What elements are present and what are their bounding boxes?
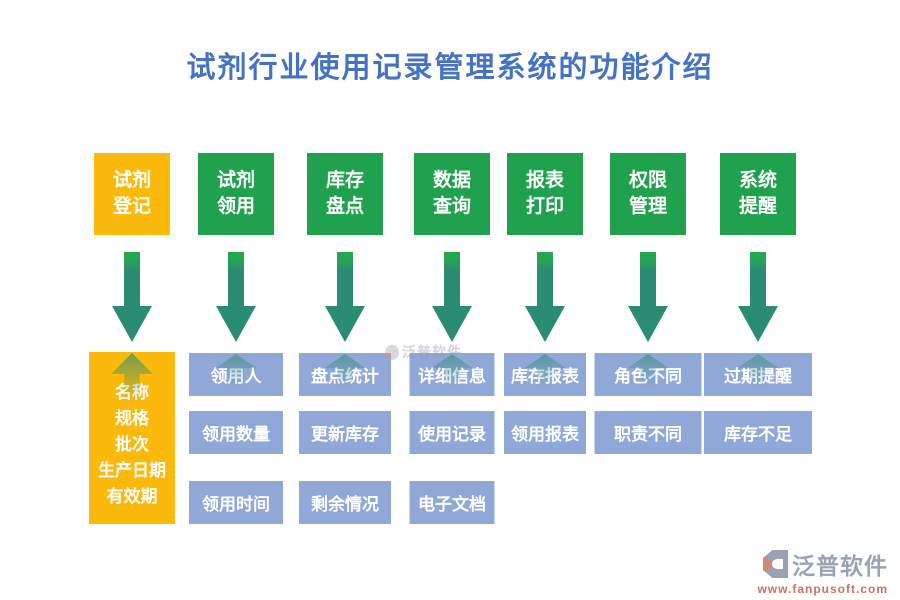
fanpu-logo-icon (763, 550, 788, 578)
item-box: 详细信息 (409, 353, 495, 396)
item-box: 领用数量 (189, 411, 283, 454)
item-box: 使用记录 (409, 411, 495, 454)
column-reagent-requisition: 试剂 领用 领用人 领用数量 领用时间 (176, 153, 296, 553)
column-header-data-query: 数据 查询 (414, 153, 490, 235)
column-permission-management: 权限 管理 角色不同 职责不同 (588, 153, 708, 553)
item-box: 盘点统计 (299, 353, 391, 396)
item-box: 库存报表 (504, 353, 586, 396)
column-header-system-reminder: 系统 提醒 (720, 153, 796, 235)
column-header-permission-management: 权限 管理 (610, 153, 686, 235)
item-box: 电子文档 (409, 481, 495, 524)
fanpu-logo: 泛普软件 www.fanpusoft.com (757, 547, 888, 596)
fanpu-logo-url: www.fanpusoft.com (757, 582, 888, 596)
column-header-inventory-check: 库存 盘点 (307, 153, 383, 235)
item-box: 领用报表 (504, 411, 586, 454)
down-arrow-icon (738, 252, 778, 342)
item-box: 库存不足 (704, 411, 812, 454)
page-title: 试剂行业使用记录管理系统的功能介绍 (186, 52, 714, 84)
down-arrow-icon (325, 252, 365, 342)
down-arrow-icon (216, 252, 256, 342)
item-box: 更新库存 (299, 411, 391, 454)
down-arrow-icon (112, 252, 152, 342)
column-reagent-register: 试剂 登记 名称 规格 批次 生产日期 有效期 (72, 153, 192, 553)
item-box: 职责不同 (594, 411, 702, 454)
down-arrow-icon (432, 252, 472, 342)
column-header-reagent-requisition: 试剂 领用 (198, 153, 274, 235)
item-box-register-fields: 名称 规格 批次 生产日期 有效期 (89, 352, 175, 524)
item-box: 领用时间 (189, 481, 283, 524)
item-box: 领用人 (189, 353, 283, 396)
down-arrow-icon (525, 252, 565, 342)
item-box: 剩余情况 (299, 481, 391, 524)
column-header-report-print: 报表 打印 (507, 153, 583, 235)
item-box: 过期提醒 (704, 353, 812, 396)
column-data-query: 数据 查询 详细信息 使用记录 电子文档 (392, 153, 512, 553)
column-header-reagent-register: 试剂 登记 (94, 153, 170, 235)
down-arrow-icon (628, 252, 668, 342)
column-system-reminder: 系统 提醒 过期提醒 库存不足 (698, 153, 818, 553)
item-box: 角色不同 (594, 353, 702, 396)
column-report-print: 报表 打印 库存报表 领用报表 (485, 153, 605, 553)
fanpu-logo-name: 泛普软件 (792, 553, 888, 579)
column-inventory-check: 库存 盘点 盘点统计 更新库存 剩余情况 (285, 153, 405, 553)
